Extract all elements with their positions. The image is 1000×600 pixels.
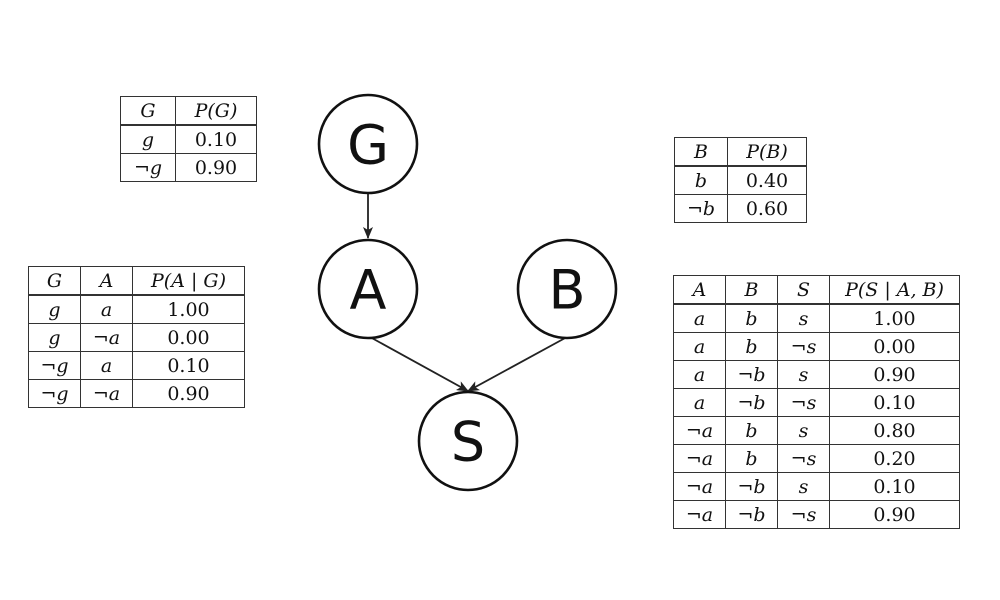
table-cell: ¬b	[725, 388, 778, 417]
table-cell: ¬a	[673, 472, 726, 501]
table-cell: ¬a	[673, 444, 726, 473]
table-cell: a	[673, 388, 726, 417]
node-g: G	[317, 93, 419, 195]
table-cell: 0.60	[727, 194, 807, 223]
table-cell: ¬b	[725, 472, 778, 501]
table-cell: 0.00	[829, 332, 960, 361]
table-row: ¬g a 0.10	[28, 351, 245, 380]
table-cell: 0.10	[132, 351, 245, 380]
table-row: a ¬b ¬s 0.10	[673, 388, 960, 417]
table-row: a ¬b s 0.90	[673, 360, 960, 389]
table-row: ¬a b s 0.80	[673, 416, 960, 445]
table-row: ¬a ¬b ¬s 0.90	[673, 500, 960, 529]
table-cell: s	[777, 472, 830, 501]
table-cell: 1.00	[132, 294, 245, 324]
node-s: S	[417, 390, 519, 492]
table-cell: b	[674, 165, 728, 195]
table-cell: ¬b	[725, 500, 778, 529]
table-cell: 1.00	[829, 303, 960, 333]
table-cell: ¬s	[777, 500, 830, 529]
table-row: g a 1.00	[28, 294, 245, 324]
edge-a-to-s	[369, 336, 469, 392]
table-row: b 0.40	[674, 165, 807, 195]
table-cell: ¬g	[120, 153, 176, 182]
table-cell: a	[80, 294, 133, 324]
node-g-label: G	[347, 114, 389, 177]
node-b-label: B	[548, 259, 585, 322]
table-cell: b	[725, 444, 778, 473]
table-cell: 0.90	[175, 153, 257, 182]
table-cell: ¬s	[777, 332, 830, 361]
table-cell: g	[28, 323, 81, 352]
table-cell: 0.10	[175, 124, 257, 154]
edge-b-to-s	[467, 336, 568, 392]
table-cell: ¬s	[777, 444, 830, 473]
table-cell: b	[725, 416, 778, 445]
table-cell: a	[673, 303, 726, 333]
table-row: ¬g ¬a 0.90	[28, 379, 245, 408]
table-row: ¬a ¬b s 0.10	[673, 472, 960, 501]
table-cell: s	[777, 303, 830, 333]
table-cell: 0.10	[829, 388, 960, 417]
table-row: a b ¬s 0.00	[673, 332, 960, 361]
node-a-label: A	[350, 259, 387, 322]
table-header: A	[80, 266, 133, 296]
table-cell: g	[28, 294, 81, 324]
table-header: P(A | G)	[132, 266, 245, 296]
table-row: g ¬a 0.00	[28, 323, 245, 352]
table-header: P(G)	[175, 96, 257, 126]
table-header: G	[120, 96, 176, 126]
table-header: B	[725, 275, 778, 305]
table-header: A	[673, 275, 726, 305]
table-cell: b	[725, 303, 778, 333]
table-row: a b s 1.00	[673, 303, 960, 333]
table-header: P(S | A, B)	[829, 275, 960, 305]
table-header: S	[777, 275, 830, 305]
cpt-table-b: B P(B) b 0.40 ¬b 0.60	[674, 137, 807, 223]
table-cell: 0.10	[829, 472, 960, 501]
table-header: P(B)	[727, 137, 807, 167]
table-cell: ¬a	[673, 500, 726, 529]
table-cell: g	[120, 124, 176, 154]
table-cell: 0.80	[829, 416, 960, 445]
table-cell: s	[777, 360, 830, 389]
table-cell: ¬a	[80, 379, 133, 408]
table-cell: s	[777, 416, 830, 445]
table-header: G	[28, 266, 81, 296]
table-row: g 0.10	[120, 124, 257, 154]
cpt-table-s: A B S P(S | A, B) a b s 1.00 a b ¬s 0.00…	[673, 275, 960, 529]
table-cell: ¬g	[28, 379, 81, 408]
table-cell: 0.40	[727, 165, 807, 195]
table-cell: 0.90	[829, 500, 960, 529]
table-cell: ¬a	[80, 323, 133, 352]
table-cell: a	[673, 360, 726, 389]
table-row: ¬a b ¬s 0.20	[673, 444, 960, 473]
table-row: ¬b 0.60	[674, 194, 807, 223]
table-cell: 0.90	[132, 379, 245, 408]
node-a: A	[317, 238, 419, 340]
node-s-label: S	[451, 411, 485, 474]
cpt-table-g: G P(G) g 0.10 ¬g 0.90	[120, 96, 257, 182]
table-cell: 0.00	[132, 323, 245, 352]
table-cell: ¬s	[777, 388, 830, 417]
table-row: ¬g 0.90	[120, 153, 257, 182]
node-b: B	[516, 238, 618, 340]
table-cell: ¬b	[725, 360, 778, 389]
table-cell: b	[725, 332, 778, 361]
table-cell: 0.20	[829, 444, 960, 473]
table-cell: a	[673, 332, 726, 361]
table-cell: a	[80, 351, 133, 380]
table-cell: 0.90	[829, 360, 960, 389]
table-header: B	[674, 137, 728, 167]
table-cell: ¬a	[673, 416, 726, 445]
cpt-table-a: G A P(A | G) g a 1.00 g ¬a 0.00 ¬g a 0.1…	[28, 266, 245, 408]
table-cell: ¬g	[28, 351, 81, 380]
table-cell: ¬b	[674, 194, 728, 223]
